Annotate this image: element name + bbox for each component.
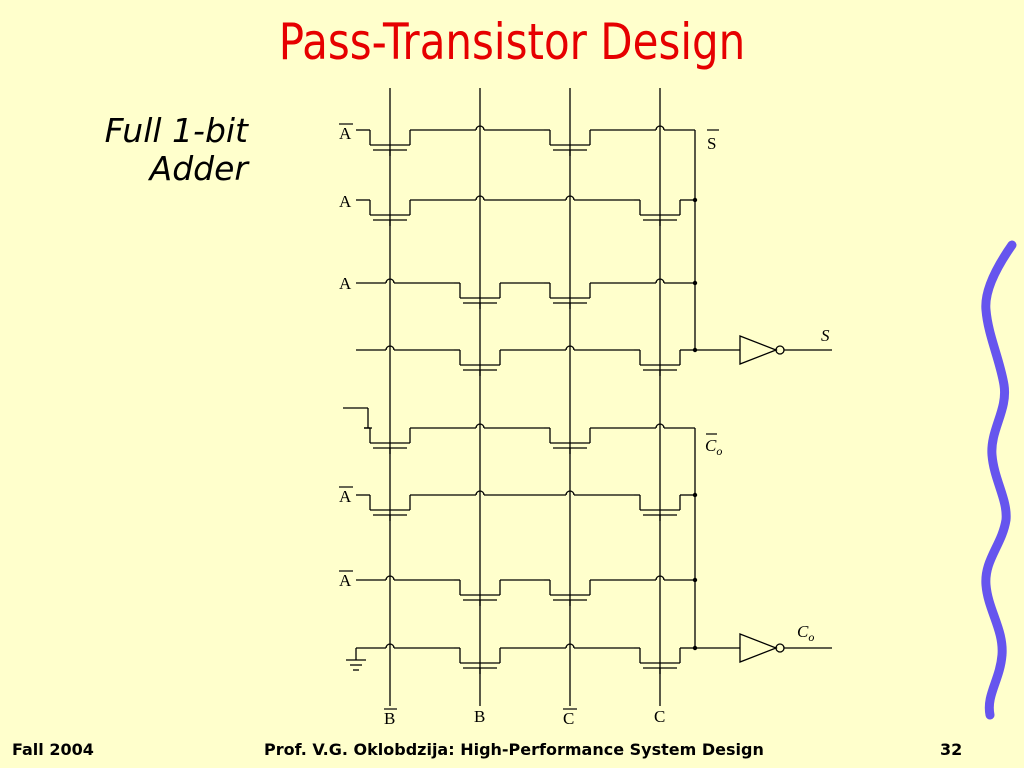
- input-label-4: A: [339, 487, 352, 506]
- sum-inverter: [695, 335, 832, 365]
- wire-crossover: [385, 278, 395, 284]
- pass-transistor-6: [364, 494, 411, 521]
- slide-subtitle: Full 1-bit Adder: [105, 112, 248, 188]
- wire-crossover: [475, 195, 485, 201]
- carry-letter: C: [797, 622, 809, 641]
- wire-crossover: [565, 643, 575, 649]
- wire-crossover: [565, 195, 575, 201]
- wire-crossover: [565, 345, 575, 351]
- input-label-5: A: [339, 571, 352, 590]
- pass-transistor-4: [634, 349, 681, 376]
- carry-bar-letter: C: [705, 436, 717, 455]
- pass-transistor-6: [634, 494, 681, 521]
- wire-crossover: [655, 423, 665, 429]
- pass-transistor-3: [544, 282, 591, 309]
- input-label-2: A: [339, 192, 352, 211]
- pass-transistor-1: [364, 129, 411, 156]
- sum-output-label: S: [821, 326, 830, 345]
- pass-transistor-2: [364, 199, 411, 226]
- wire-crossover: [475, 490, 485, 496]
- pass-transistor-5: [364, 427, 411, 454]
- circuit-wires: [343, 88, 698, 706]
- signal-labels: A A A A A B B C C S S Co Co: [339, 123, 830, 728]
- sum-bar-label: S: [707, 134, 716, 153]
- wire-crossover: [475, 125, 485, 131]
- carry-subscript: o: [808, 630, 814, 644]
- pass-transistor-3: [454, 282, 501, 309]
- junction-dot: [692, 577, 698, 583]
- bottom-label-c-bar: C: [563, 709, 574, 728]
- bottom-label-b-bar: B: [384, 709, 395, 728]
- inverters: [695, 335, 832, 663]
- pass-transistor-5: [544, 427, 591, 454]
- wire-crossover: [655, 125, 665, 131]
- wire-crossover: [655, 575, 665, 581]
- input-label-3: A: [339, 274, 352, 293]
- bottom-label-c: C: [654, 707, 665, 726]
- carry-output-label: Co: [797, 622, 814, 644]
- junction-dot: [692, 492, 698, 498]
- junction-dot: [692, 280, 698, 286]
- carry-bar-subscript: o: [716, 444, 722, 458]
- wire-crossover: [385, 643, 395, 649]
- pass-transistor-7: [544, 579, 591, 606]
- pass-transistor-8: [454, 647, 501, 674]
- pass-transistor-8: [634, 647, 681, 674]
- footer-page-number: 32: [940, 740, 963, 759]
- inverter-body: [739, 335, 778, 365]
- junction-dot: [692, 197, 698, 203]
- subtitle-line-2: Adder: [149, 149, 248, 188]
- subtitle-line-1: Full 1-bit: [104, 111, 248, 150]
- wire-crossover: [655, 278, 665, 284]
- pass-transistor-4: [454, 349, 501, 376]
- wire-crossover: [475, 423, 485, 429]
- pass-transistor-1: [544, 129, 591, 156]
- transistors: [364, 129, 681, 674]
- carry-inverter: [695, 633, 832, 663]
- wire-crossover: [385, 575, 395, 581]
- footer-date: Fall 2004: [12, 740, 94, 759]
- footer-author: Prof. V.G. Oklobdzija: High-Performance …: [264, 740, 764, 759]
- inverter-body: [739, 633, 778, 663]
- pass-transistor-2: [634, 199, 681, 226]
- slide-title: Pass-Transistor Design: [278, 13, 746, 71]
- wire-crossover: [565, 490, 575, 496]
- carry-bar-label: Co: [705, 436, 722, 458]
- decorative-wavy-line: [981, 240, 1017, 720]
- pass-transistor-7: [454, 579, 501, 606]
- bottom-label-b: B: [474, 707, 485, 726]
- wire-crossover: [385, 345, 395, 351]
- input-label-1: A: [339, 124, 352, 143]
